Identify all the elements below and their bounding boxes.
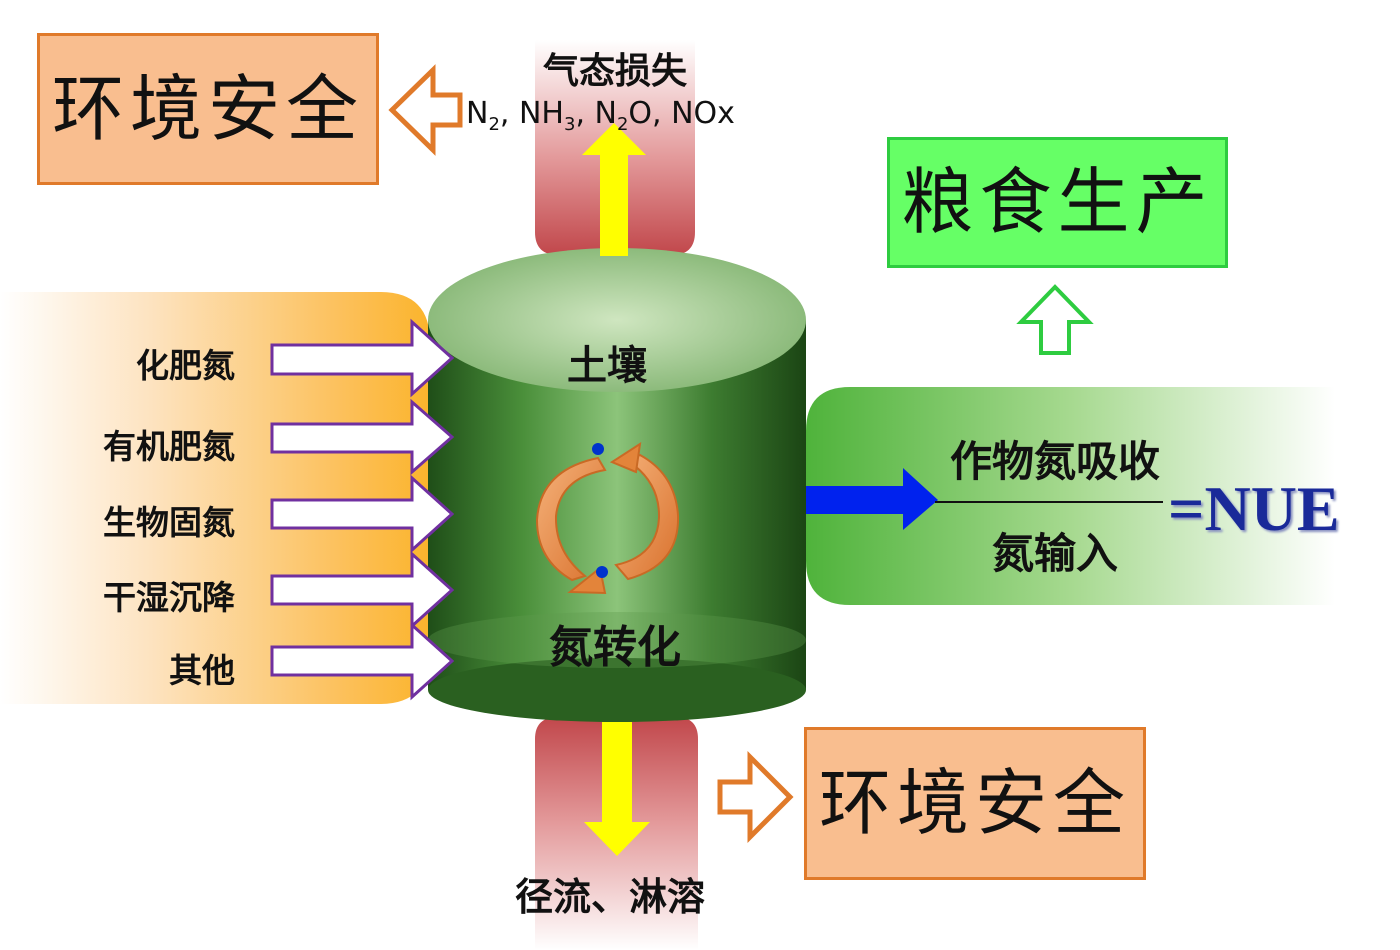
leach-loss-arrow (584, 722, 650, 856)
nue-denominator: 氮输入 (991, 529, 1118, 578)
food-production-box: 粮食生产 (887, 137, 1228, 268)
gas-loss-title: 气态损失 (542, 51, 687, 92)
input-arrow-4 (270, 550, 455, 630)
input-label-organic: 有机肥氮 (103, 427, 235, 466)
env-arrow-left (388, 64, 463, 156)
input-arrow-2 (270, 398, 455, 476)
food-arrow-up (1016, 284, 1094, 355)
environment-safety-box-top: 环境安全 (37, 33, 379, 185)
cycle-arrows-icon (535, 441, 680, 595)
env-arrow-right (717, 750, 794, 844)
input-label-fixation: 生物固氮 (103, 503, 235, 542)
uptake-band (806, 387, 1335, 605)
input-label-fertilizer: 化肥氮 (136, 346, 235, 385)
gas-species-1: N2, (466, 96, 519, 135)
gas-species-2: NH3, (518, 96, 595, 135)
runoff-leaching-label: 径流、淋溶 (514, 875, 705, 919)
input-arrows (270, 318, 455, 701)
soil-label: 土壤 (567, 343, 647, 389)
nue-numerator: 作物氮吸收 (949, 437, 1160, 486)
gas-loss-arrow (582, 123, 646, 256)
soil-cylinder-top (428, 248, 806, 392)
input-label-deposition: 干湿沉降 (103, 578, 235, 617)
input-arrow-5 (270, 621, 455, 701)
nue-result: =NUE (1168, 473, 1340, 544)
gas-species-3: N2O, NOx (594, 96, 735, 135)
input-arrow-1 (270, 318, 455, 398)
soil-cylinder-band (428, 612, 806, 668)
environment-safety-box-bottom: 环境安全 (804, 727, 1146, 880)
nitrogen-transformation-label: 氮转化 (549, 622, 681, 673)
soil-cylinder-bottom (428, 658, 806, 722)
input-arrow-3 (270, 474, 455, 554)
uptake-arrow (806, 468, 938, 530)
gas-species: N2, NH3, N2O, NOx (466, 96, 756, 135)
input-label-other: 其他 (169, 651, 235, 690)
